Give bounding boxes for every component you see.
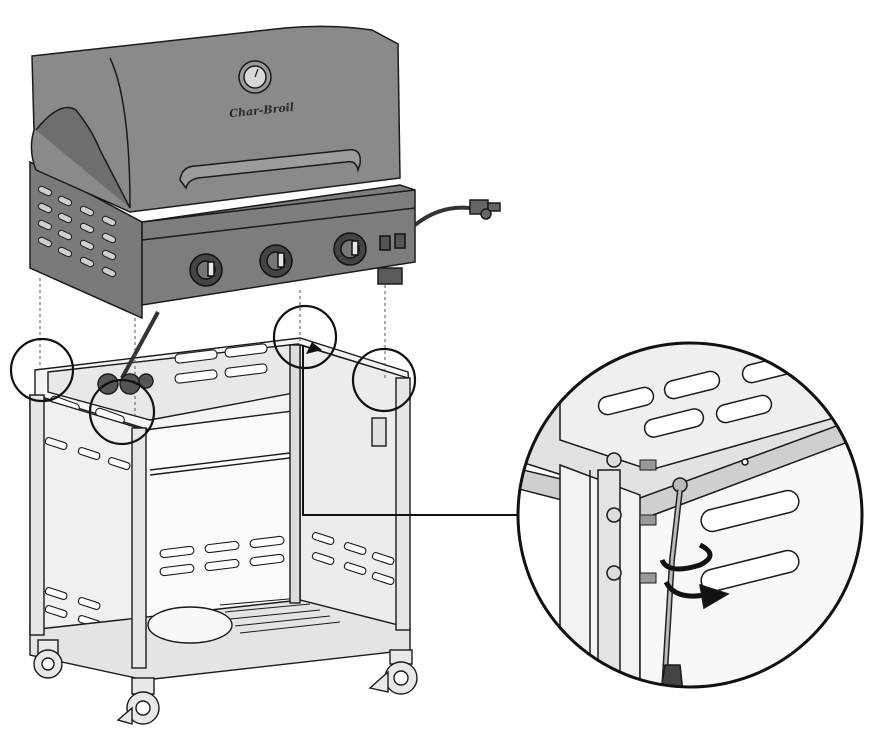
lid-handle bbox=[179, 149, 361, 190]
igniter-button-2 bbox=[394, 233, 406, 249]
grill-cart bbox=[29, 337, 411, 681]
burner-knob-1 bbox=[189, 253, 223, 287]
grill-head: Char-Broil bbox=[29, 25, 501, 320]
alignment-guides bbox=[39, 278, 386, 420]
control-knobs bbox=[189, 232, 406, 287]
caster-front-left bbox=[33, 639, 63, 679]
gas-hose bbox=[413, 205, 471, 227]
side-hose-valve bbox=[97, 311, 160, 395]
burner-knob-2 bbox=[259, 244, 293, 278]
firebox-left-side bbox=[29, 160, 143, 320]
caster-front-middle bbox=[116, 677, 160, 725]
leader-line bbox=[302, 345, 518, 516]
zoom-detail bbox=[516, 341, 864, 689]
cart-back-panel bbox=[144, 409, 301, 626]
grill-lid bbox=[30, 25, 401, 213]
zoom-circle-border bbox=[516, 341, 864, 689]
casters bbox=[33, 639, 418, 725]
caster-front-right bbox=[368, 649, 418, 695]
burner-knob-3 bbox=[333, 232, 367, 266]
screwdriver bbox=[655, 489, 687, 687]
gas-regulator bbox=[469, 199, 501, 220]
callout-back-corner bbox=[272, 304, 338, 370]
callout-front-left bbox=[9, 337, 75, 403]
callout-valve bbox=[88, 378, 156, 446]
callout-circles bbox=[9, 304, 417, 446]
callout-front-right bbox=[351, 347, 417, 413]
rotation-arrow bbox=[659, 542, 730, 610]
igniter-button-1 bbox=[379, 235, 391, 251]
pointer-triangle bbox=[306, 342, 322, 354]
